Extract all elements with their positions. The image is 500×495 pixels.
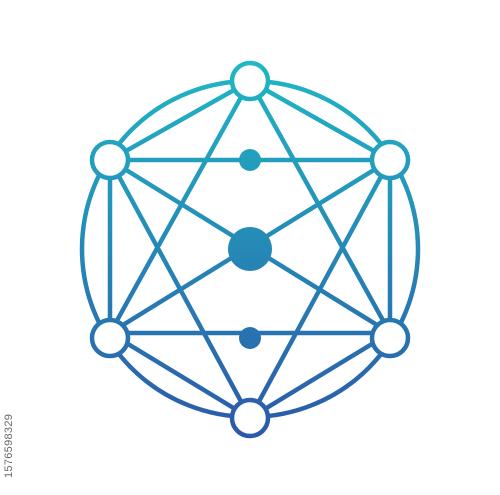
- edge-top-upper-right: [247, 78, 393, 163]
- watermark-id-text: 1576598329: [3, 413, 15, 478]
- center-hub-dot: [228, 227, 272, 271]
- node-upper-left: [89, 139, 131, 181]
- inner-lower-dot: [239, 327, 261, 349]
- inner-upper-dot: [239, 149, 261, 171]
- edge-top-upper-left: [107, 78, 253, 163]
- node-upper-right: [369, 139, 411, 181]
- node-top: [229, 60, 271, 102]
- node-lower-left: [89, 317, 131, 359]
- downward-triangle: [106, 157, 394, 423]
- edge-lower-right-bottom: [247, 330, 393, 421]
- node-bottom: [229, 397, 271, 439]
- node-lower-right: [369, 317, 411, 359]
- upward-triangle: [106, 76, 394, 336]
- edge-lower-left-bottom: [107, 330, 253, 421]
